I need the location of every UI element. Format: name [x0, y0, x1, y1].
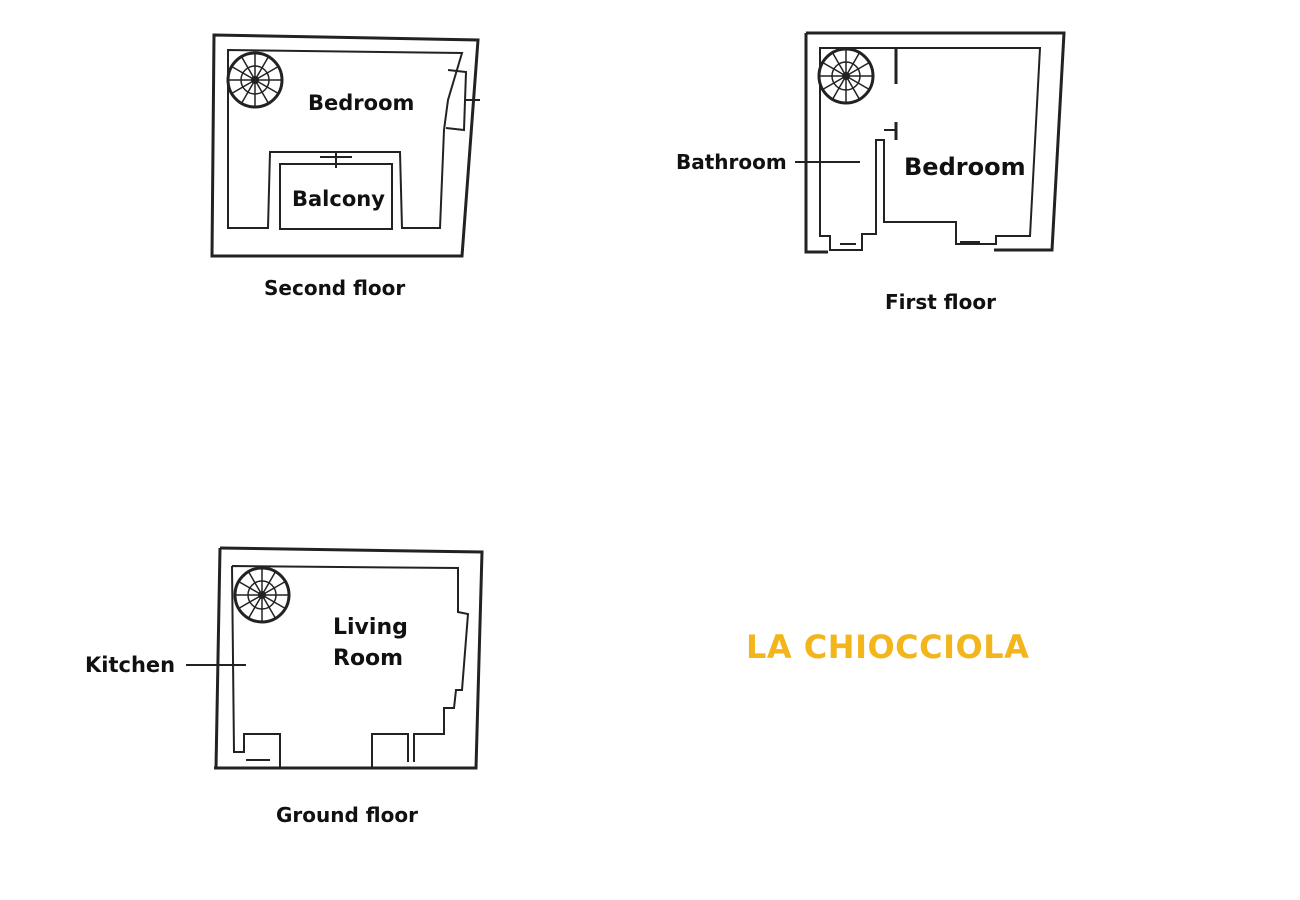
second-floor-balcony-label: Balcony [292, 187, 385, 211]
second-floor-plan: Bedroom Balcony Second floor [210, 33, 480, 300]
first-floor-plan: Bathroom Bedroom First floor [676, 31, 1066, 314]
second-floor-bedroom-label: Bedroom [308, 91, 414, 115]
spiral-staircase-icon [226, 51, 284, 109]
ground-floor-outer-wall-left [214, 547, 222, 769]
ground-floor-plan: Kitchen Living Room Ground floor [85, 546, 484, 827]
first-floor-bedroom-label: Bedroom [904, 153, 1026, 181]
ground-floor-living-label-line1: Living [333, 615, 408, 640]
ground-floor-kitchen-label: Kitchen [85, 653, 175, 677]
ground-floor-living-label-line2: Room [333, 646, 403, 671]
spiral-staircase-icon [817, 47, 875, 105]
second-floor-inner-wall [227, 48, 464, 229]
first-floor-inner-wall [819, 47, 1042, 251]
first-floor-outer-wall [806, 31, 1066, 252]
second-floor-outer-wall [210, 33, 480, 258]
second-floor-side-window [445, 69, 468, 132]
ground-floor-caption: Ground floor [276, 803, 418, 827]
ground-floor-inner-wall [231, 565, 470, 768]
first-floor-bathroom-label: Bathroom [676, 150, 787, 174]
first-floor-outer-wall-left [804, 33, 828, 254]
spiral-staircase-icon [233, 566, 291, 624]
second-floor-caption: Second floor [264, 276, 405, 300]
second-floor-balcony-outline [279, 163, 393, 230]
brand-title: LA CHIOCCIOLA [746, 628, 1030, 666]
ground-floor-outer-wall [214, 546, 484, 770]
first-floor-caption: First floor [885, 290, 996, 314]
